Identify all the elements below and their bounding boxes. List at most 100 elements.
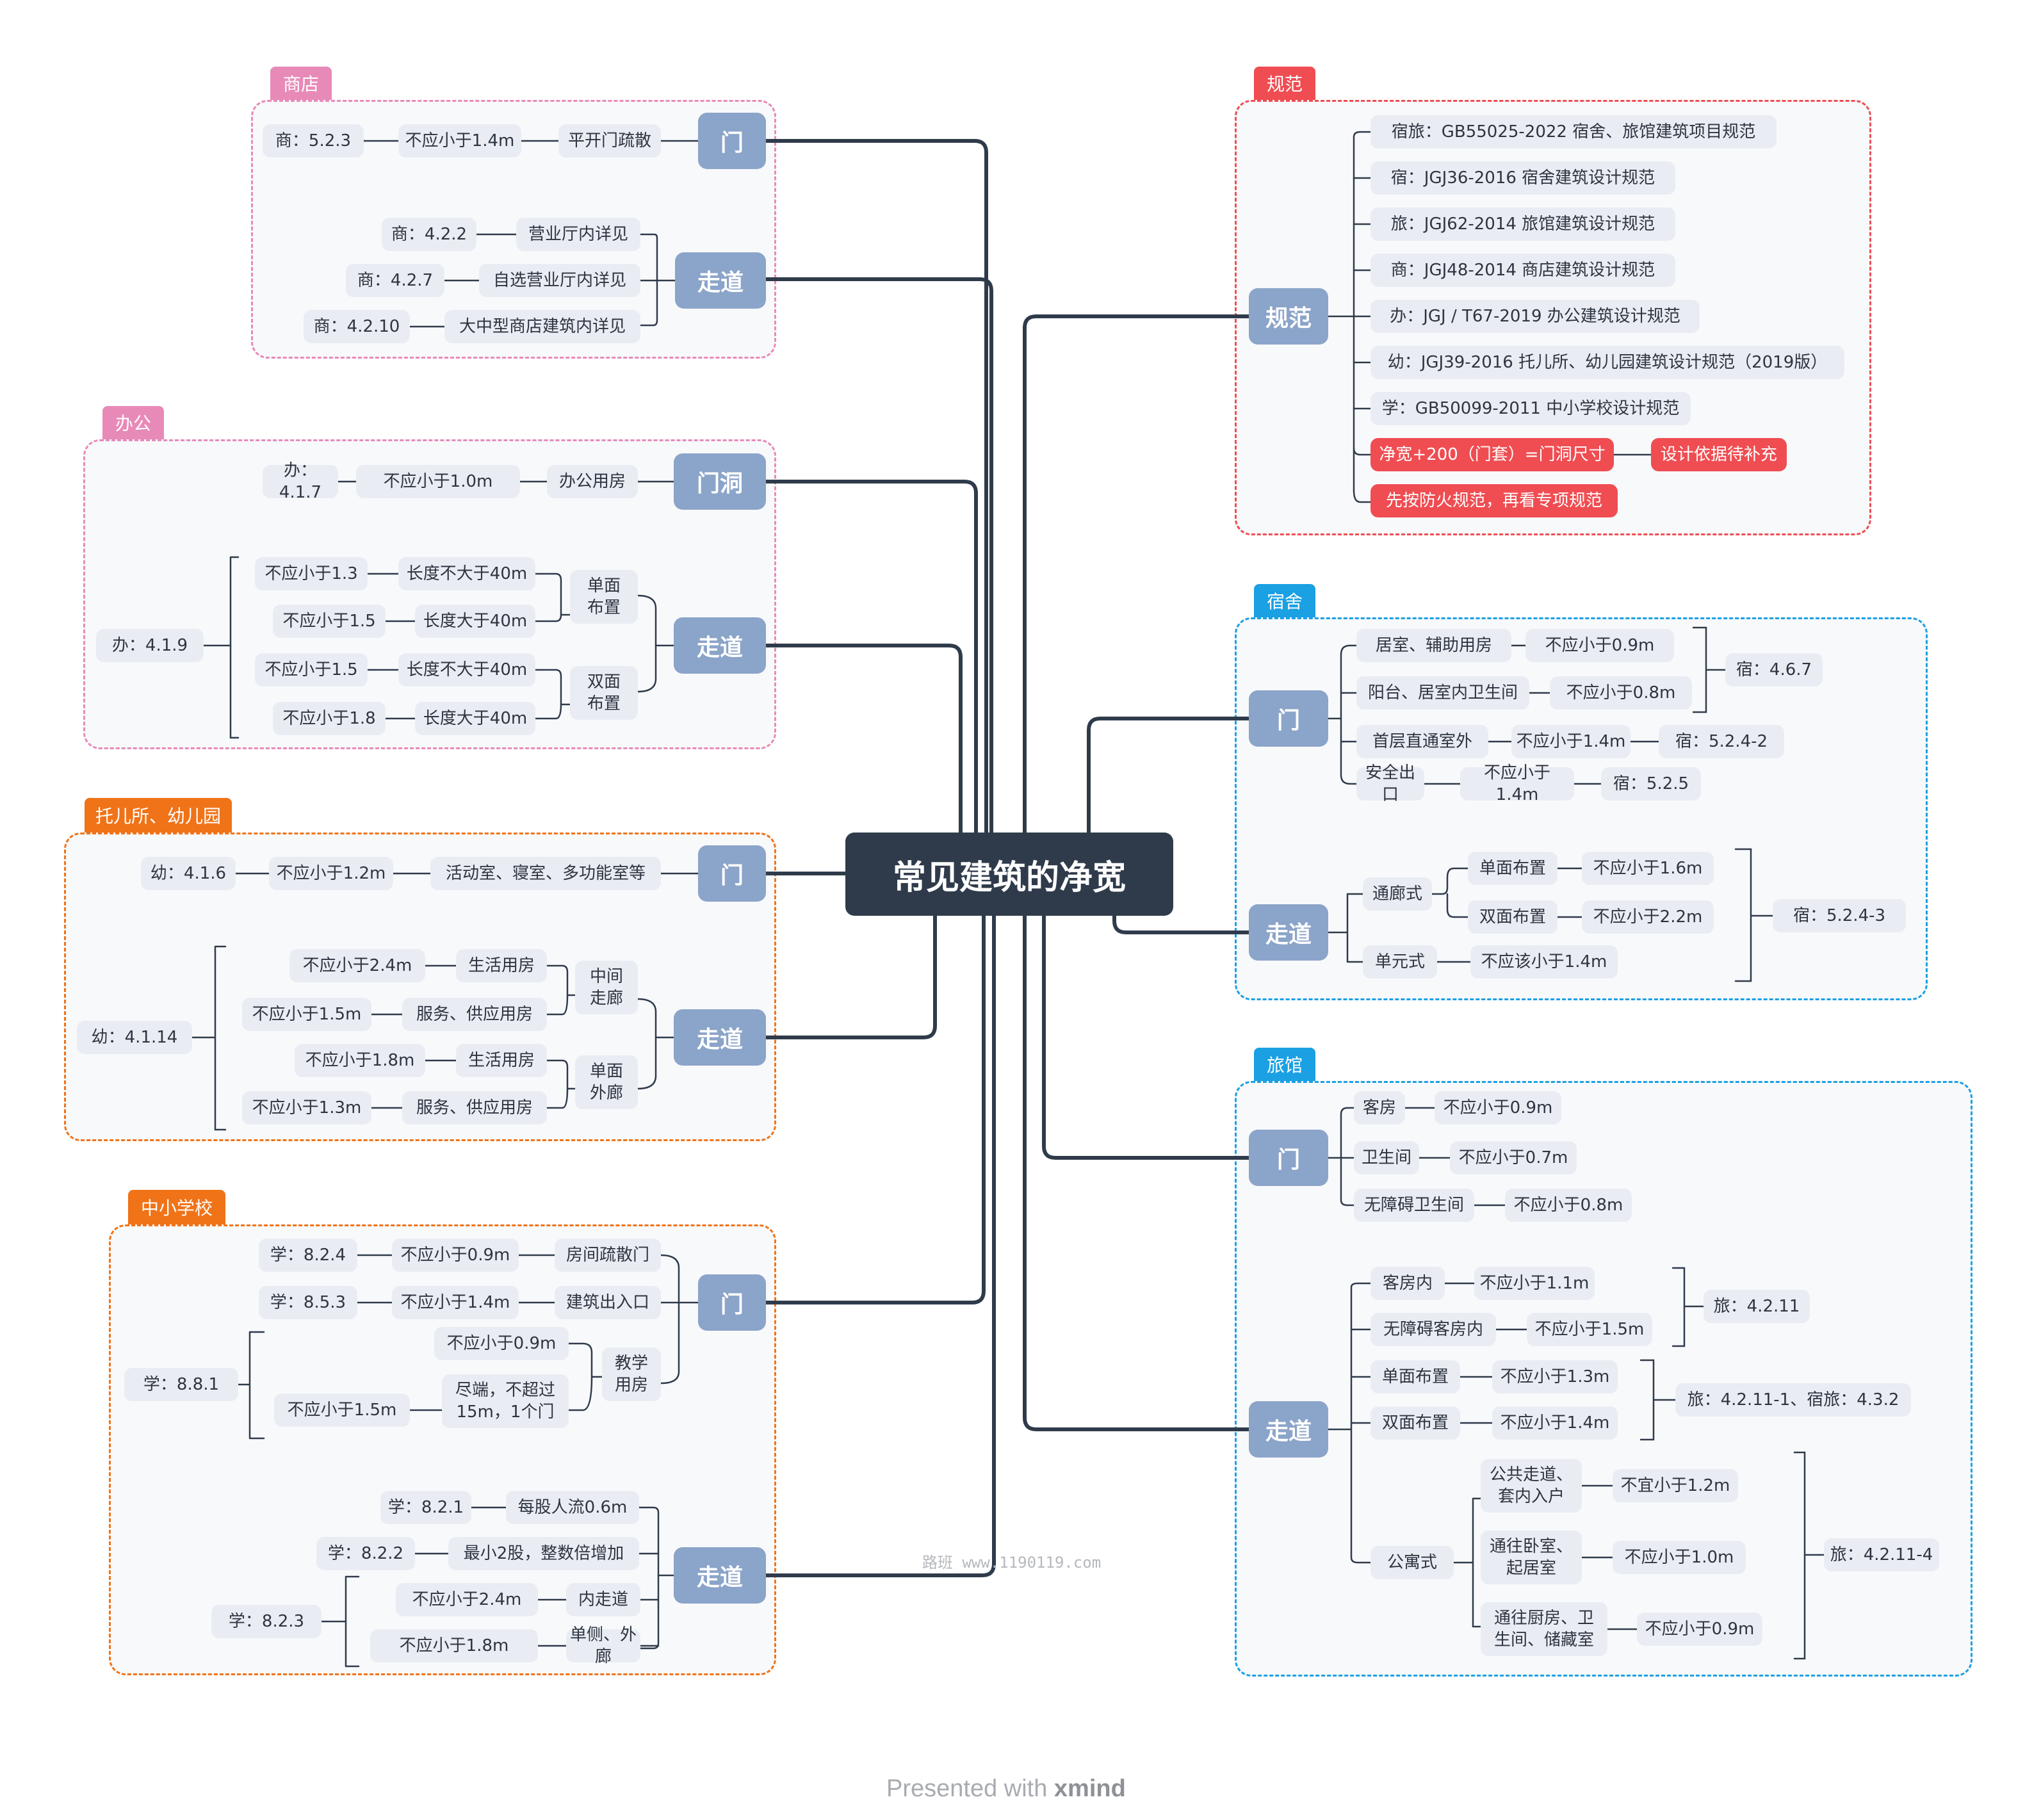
hotel-apartment-2[interactable]: 通往卧室、 起居室 [1481,1531,1582,1584]
office-corridor[interactable]: 走道 [674,617,766,674]
kinder-use-2[interactable]: 服务、供应用房 [402,998,547,1031]
office-door[interactable]: 门洞 [674,453,766,510]
hotel-corridor-1[interactable]: 客房内 [1370,1267,1445,1300]
hotel-apartment-3[interactable]: 通往厨房、卫 生间、储藏室 [1481,1602,1607,1656]
hotel-corridor-ref-12[interactable]: 旅：4.2.11 [1704,1290,1810,1323]
kinder-corridor-ref[interactable]: 幼：4.1.14 [77,1021,192,1054]
hotel-door-width-1[interactable]: 不应小于0.9m [1435,1091,1561,1125]
hotel-apartment-1[interactable]: 公共走道、 套内入户 [1481,1459,1582,1513]
office-length-3[interactable]: 长度不大于40m [398,653,535,687]
kinder-door-note[interactable]: 活动室、寝室、多功能室等 [430,857,661,890]
kinder-door-width[interactable]: 不应小于1.2m [269,857,393,890]
dorm-door[interactable]: 门 [1249,690,1328,747]
hotel-door-3[interactable]: 无障碍卫生间 [1354,1189,1474,1222]
hotel-door-width-3[interactable]: 不应小于0.8m [1505,1189,1632,1222]
shop-corridor-note-1[interactable]: 营业厅内详见 [516,218,640,251]
kinder-width-3[interactable]: 不应小于1.8m [295,1044,425,1077]
dorm-door-width-1[interactable]: 不应小于0.9m [1525,629,1674,662]
standard-main[interactable]: 规范 [1249,288,1328,345]
hotel-corridor-width-1[interactable]: 不应小于1.1m [1474,1267,1595,1300]
office-door-ref[interactable]: 办：4.1.7 [263,461,338,502]
standard-item-7[interactable]: 学：GB50099-2011 中小学校设计规范 [1370,392,1691,425]
kinder-use-3[interactable]: 生活用房 [456,1044,547,1077]
shop-corridor-note-3[interactable]: 大中型商店建筑内详见 [444,310,640,343]
school-corridor-width-3b[interactable]: 不应小于1.8m [370,1629,538,1662]
school-corridor-ref-3[interactable]: 学：8.2.3 [211,1605,321,1638]
school-door-width-2[interactable]: 不应小于1.4m [392,1286,519,1319]
hotel-corridor-width-3[interactable]: 不应小于1.3m [1492,1360,1618,1393]
school-door-width-3a[interactable]: 不应小于0.9m [434,1327,569,1360]
dorm-door-2[interactable]: 阳台、居室内卫生间 [1356,676,1529,710]
school-corridor-note-3b[interactable]: 单侧、外廊 [566,1625,640,1666]
dorm-corridor-type-1[interactable]: 通廊式 [1363,877,1432,911]
office-width-3[interactable]: 不应小于1.5 [255,653,368,687]
kinder-use-1[interactable]: 生活用房 [456,949,547,982]
hotel-corridor-4[interactable]: 双面布置 [1370,1406,1460,1440]
school-door-ref-2[interactable]: 学：8.5.3 [259,1286,357,1319]
office-double-side[interactable]: 双面 布置 [570,666,638,720]
kinder-width-1[interactable]: 不应小于2.4m [289,949,425,982]
dorm-single-width[interactable]: 不应小于1.6m [1582,852,1714,885]
hotel-corridor-width-4[interactable]: 不应小于1.4m [1492,1406,1618,1440]
dorm-door-ref-12[interactable]: 宿：4.6.7 [1725,653,1823,687]
hotel-apartment-width-2[interactable]: 不应小于1.0m [1613,1541,1746,1574]
school-door-ref-1[interactable]: 学：8.2.4 [259,1239,357,1272]
dorm-door-1[interactable]: 居室、辅助用房 [1356,629,1511,662]
dorm-door-width-2[interactable]: 不应小于0.8m [1550,676,1692,710]
hotel-corridor[interactable]: 走道 [1249,1401,1328,1458]
kinder-single-outer-corridor[interactable]: 单面 外廊 [575,1055,638,1109]
dorm-double-layout[interactable]: 双面布置 [1468,900,1557,934]
kinder-corridor[interactable]: 走道 [674,1009,766,1066]
office-length-2[interactable]: 长度大于40m [415,605,535,638]
shop-door-ref[interactable]: 商：5.2.3 [263,124,364,158]
shop-corridor-ref-1[interactable]: 商：4.2.2 [382,218,476,251]
shop-door[interactable]: 门 [698,113,766,169]
school-teaching-room[interactable]: 教学 用房 [602,1347,661,1401]
standard-item-3[interactable]: 旅：JGJ62-2014 旅馆建筑设计规范 [1370,207,1675,241]
shop-door-width[interactable]: 不应小于1.4m [398,124,521,158]
dorm-corridor-ref[interactable]: 宿：5.2.4-3 [1773,899,1906,932]
office-width-4[interactable]: 不应小于1.8 [273,702,386,735]
office-single-side[interactable]: 单面 布置 [570,570,638,624]
standard-item-4[interactable]: 商：JGJ48-2014 商店建筑设计规范 [1370,254,1675,287]
office-corridor-ref[interactable]: 办：4.1.9 [96,629,204,662]
hotel-corridor-ref-34[interactable]: 旅：4.2.11-1、宿旅：4.3.2 [1675,1383,1911,1417]
hotel-door-width-2[interactable]: 不应小于0.7m [1450,1141,1577,1174]
school-door-note-2[interactable]: 建筑出入口 [555,1286,661,1319]
kinder-middle-corridor[interactable]: 中间 走廊 [575,961,638,1014]
school-corridor-ref-1[interactable]: 学：8.2.1 [380,1491,471,1524]
office-width-1[interactable]: 不应小于1.3 [255,557,368,590]
hotel-door-1[interactable]: 客房 [1354,1091,1405,1125]
hotel-door[interactable]: 门 [1249,1130,1328,1186]
dorm-corridor[interactable]: 走道 [1249,904,1328,961]
dorm-door-ref-4[interactable]: 宿：5.2.5 [1601,767,1701,800]
hotel-apartment-width-3[interactable]: 不应小于0.9m [1637,1613,1762,1646]
dorm-unit-width[interactable]: 不应该小于1.4m [1470,945,1618,979]
shop-corridor-ref-2[interactable]: 商：4.2.7 [346,264,444,297]
dorm-door-width-3[interactable]: 不应小于1.4m [1511,725,1631,758]
dorm-single-layout[interactable]: 单面布置 [1468,852,1557,885]
dorm-corridor-type-2[interactable]: 单元式 [1363,945,1437,979]
standard-item-5[interactable]: 办：JGJ / T67-2019 办公建筑设计规范 [1370,300,1700,333]
school-door-ref-3[interactable]: 学：8.8.1 [124,1368,238,1401]
school-door-width-3b[interactable]: 不应小于1.5m [274,1393,410,1427]
shop-corridor[interactable]: 走道 [675,252,766,309]
dorm-door-ref-3[interactable]: 宿：5.2.4-2 [1659,725,1784,758]
hotel-corridor-width-2[interactable]: 不应小于1.5m [1527,1313,1652,1346]
standard-item-6[interactable]: 幼：JGJ39-2016 托儿所、幼儿园建筑设计规范（2019版） [1370,346,1844,379]
school-door-width-1[interactable]: 不应小于0.9m [392,1239,519,1272]
standard-note-door-size[interactable]: 净宽+200（门套）=门洞尺寸 [1370,438,1614,471]
root-topic[interactable]: 常见建筑的净宽 [845,833,1173,916]
shop-door-note[interactable]: 平开门疏散 [558,124,661,158]
dorm-door-3[interactable]: 首层直通室外 [1356,725,1488,758]
office-door-width[interactable]: 不应小于1.0m [356,465,520,498]
hotel-apartment-ref[interactable]: 旅：4.2.11-4 [1824,1538,1939,1572]
office-length-4[interactable]: 长度大于40m [415,702,535,735]
school-corridor-note-3a[interactable]: 内走道 [566,1583,640,1616]
kinder-width-4[interactable]: 不应小于1.3m [242,1091,371,1125]
hotel-corridor-3[interactable]: 单面布置 [1370,1360,1460,1393]
school-door[interactable]: 门 [698,1274,766,1331]
standard-item-1[interactable]: 宿旅：GB55025-2022 宿舍、旅馆建筑项目规范 [1370,115,1777,149]
school-corridor-ref-2[interactable]: 学：8.2.2 [316,1537,415,1570]
shop-corridor-ref-3[interactable]: 商：4.2.10 [304,310,410,343]
